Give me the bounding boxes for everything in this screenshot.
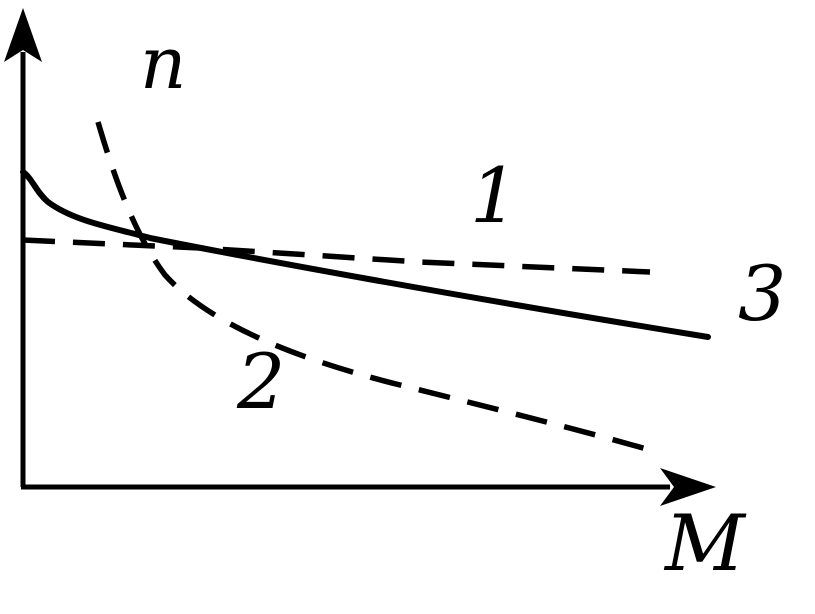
curve-1	[22, 237, 651, 275]
curve-1-label: 1	[470, 151, 518, 240]
curve-3	[20, 169, 711, 340]
y-axis-arrow-icon	[4, 8, 42, 62]
x-axis-label: M	[663, 499, 747, 589]
x-axis-arrow-icon	[660, 468, 716, 506]
curve-2-label: 2	[236, 337, 285, 426]
curve-2	[95, 121, 651, 453]
y-axis-label: n	[140, 21, 186, 105]
curve-3-label: 3	[738, 249, 786, 338]
